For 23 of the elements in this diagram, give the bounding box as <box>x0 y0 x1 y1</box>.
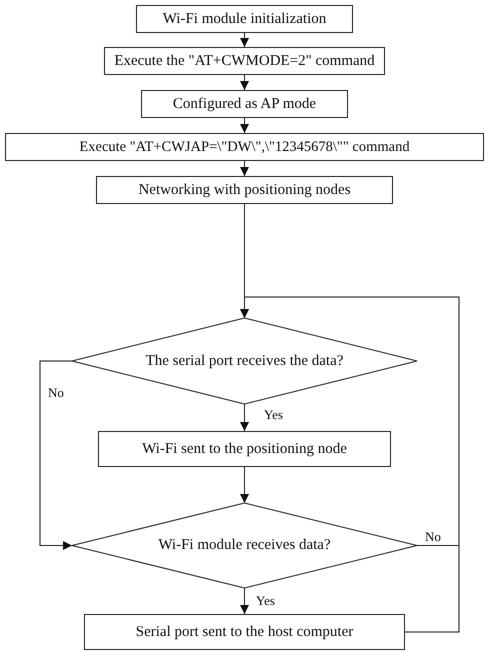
edge-label: Yes <box>264 408 283 421</box>
process-box: Execute the "AT+CWMODE=2" command <box>104 47 385 75</box>
edge-label: No <box>48 386 64 399</box>
decision-text: The serial port receives the data? <box>146 352 344 370</box>
decision-diamond <box>72 503 417 588</box>
process-box: Networking with positioning nodes <box>96 176 393 204</box>
decision-diamond <box>72 318 417 404</box>
arrow <box>240 404 249 432</box>
process-box: Serial port sent to the host computer <box>84 614 405 650</box>
arrow <box>240 588 249 614</box>
process-box: Wi-Fi sent to the positioning node <box>98 431 391 467</box>
arrow <box>40 360 72 550</box>
edge-label: Yes <box>256 594 275 607</box>
arrow <box>240 160 249 176</box>
arrow <box>240 118 249 134</box>
arrow <box>240 296 460 632</box>
process-box: Configured as AP mode <box>141 90 348 118</box>
edge-label: No <box>425 530 441 543</box>
arrow <box>240 32 249 48</box>
arrow <box>240 466 249 504</box>
process-box: Execute "AT+CWJAP=\"DW\",\"12345678\"" command <box>5 133 484 161</box>
arrow <box>240 74 249 90</box>
process-box: Wi-Fi module initialization <box>136 5 353 33</box>
